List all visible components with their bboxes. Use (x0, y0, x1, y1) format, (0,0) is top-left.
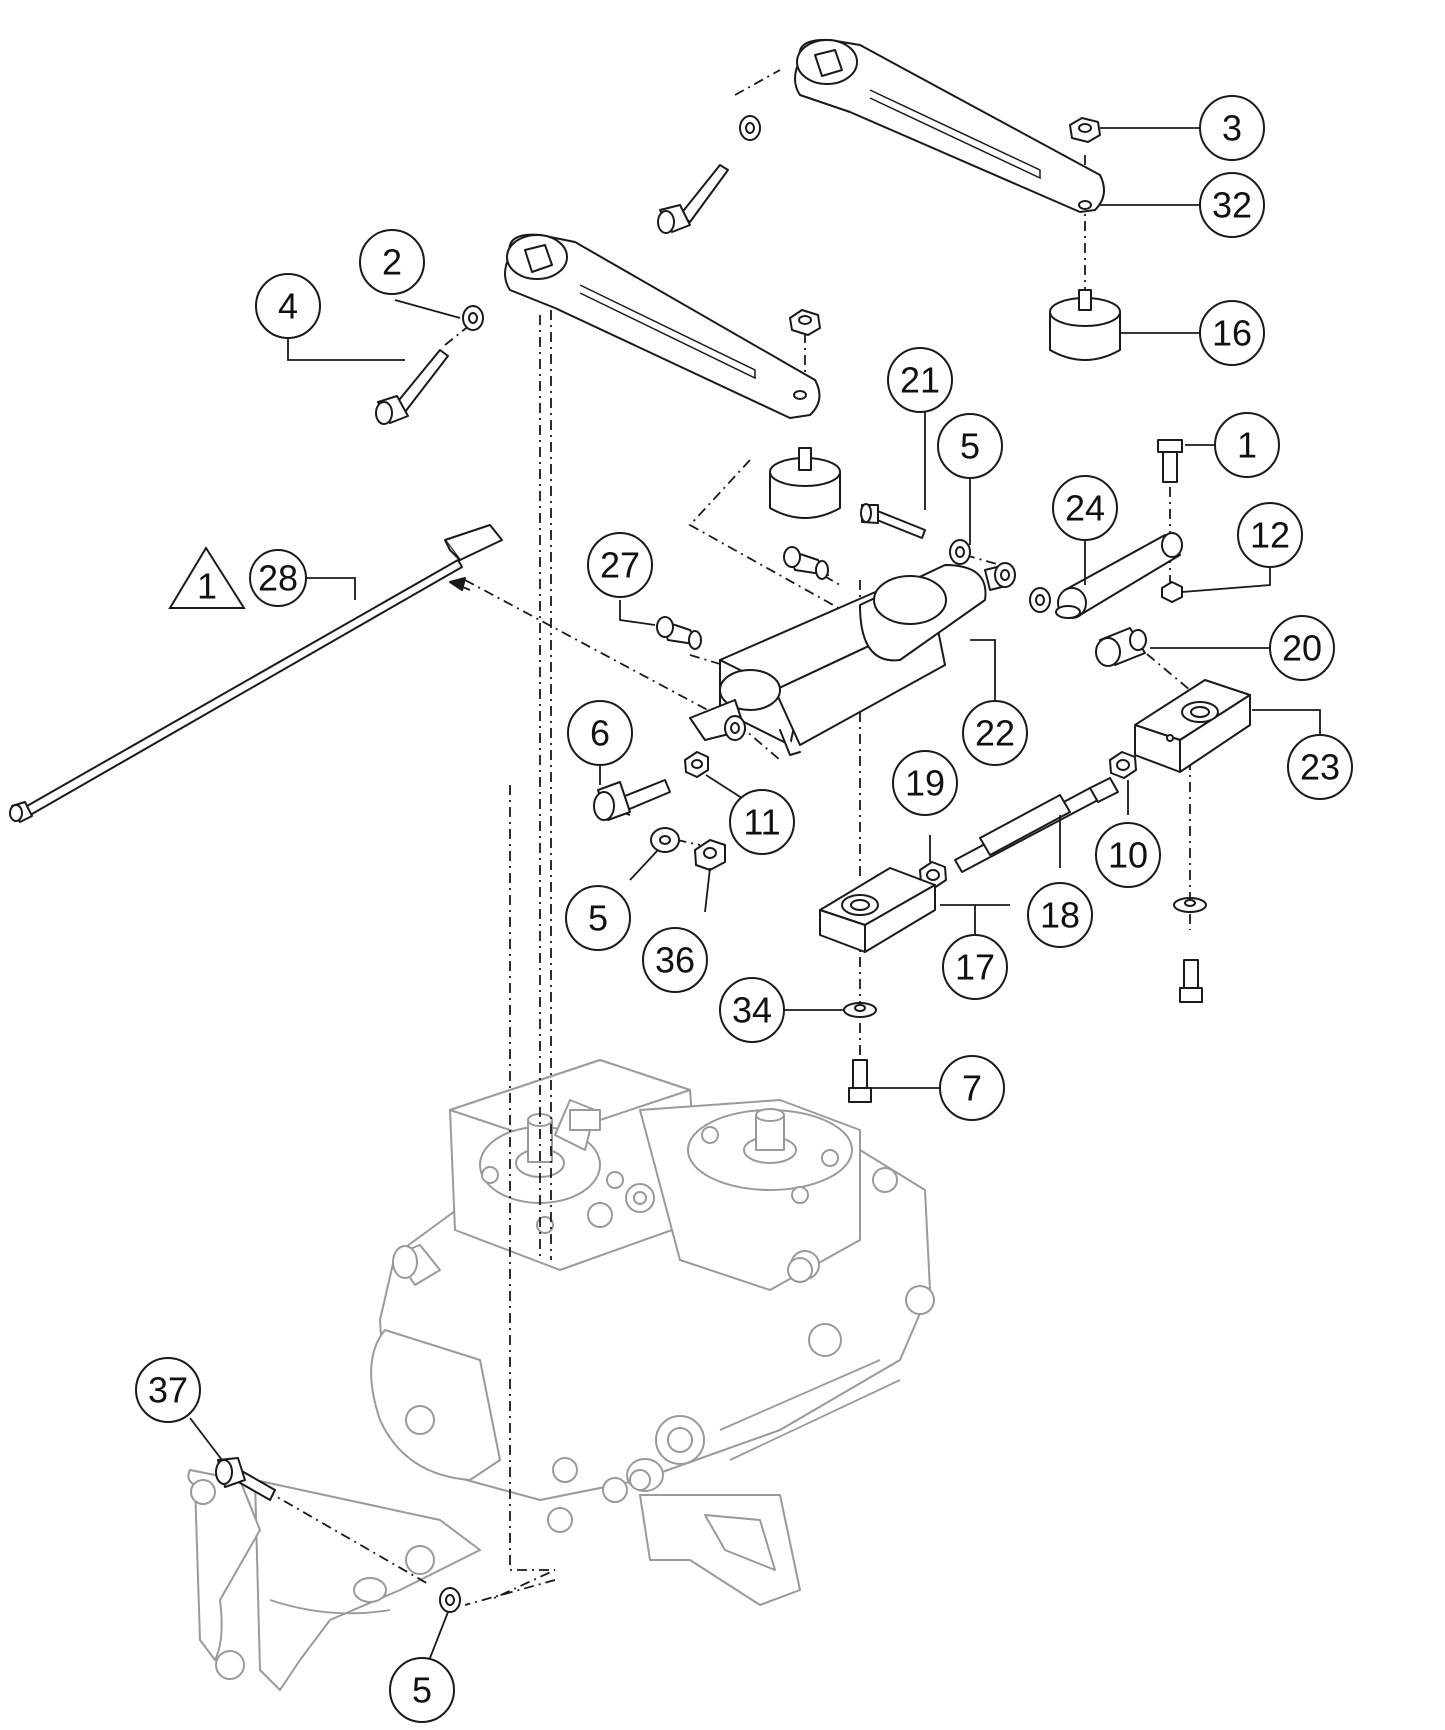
callout-24-label: 24 (1065, 488, 1105, 529)
callout-18-label: 18 (1040, 895, 1080, 936)
callout-16: 16 (1199, 300, 1265, 366)
spacer-20 (1095, 627, 1147, 667)
callout-5b-label: 5 (588, 898, 608, 939)
callout-12: 12 (1237, 502, 1303, 568)
callout-20-label: 20 (1282, 628, 1322, 669)
cap-screw-4 (375, 349, 449, 425)
callout-11: 11 (729, 789, 795, 855)
callout-10-label: 10 (1108, 835, 1148, 876)
hydraulic-cylinder-22 (689, 564, 1011, 756)
bumper-16 (1049, 289, 1121, 361)
washer-2 (462, 305, 484, 331)
screw-block-23 (1179, 959, 1203, 1003)
callout-37: 37 (135, 1357, 201, 1423)
callout-36-label: 36 (655, 940, 695, 981)
nut-3 (1069, 117, 1101, 143)
pivot-pin-6 (593, 779, 671, 821)
callout-34: 34 (719, 977, 785, 1043)
washer-34 (843, 1002, 877, 1018)
warning-triangle: 1 (168, 546, 246, 609)
rod-end-cylinder (994, 562, 1016, 588)
callout-18: 18 (1027, 882, 1093, 948)
arrow-head (449, 577, 466, 591)
bumper-lower (769, 447, 841, 519)
bolt-37 (215, 1457, 276, 1501)
callout-27-label: 27 (600, 545, 640, 586)
callout-16-label: 16 (1212, 313, 1252, 354)
callout-4-label: 4 (278, 286, 298, 327)
callout-23: 23 (1287, 734, 1353, 800)
callouts: 3 32 16 2 4 21 5 1 (135, 95, 1353, 1723)
callout-6: 6 (567, 700, 633, 766)
fitting-27 (656, 616, 702, 650)
leader-lines (189, 127, 1321, 1659)
nut-lower-arm (789, 309, 821, 336)
washer-5-upper (949, 539, 971, 565)
washer-top (739, 115, 761, 141)
callout-21-label: 21 (900, 360, 940, 401)
callout-32: 32 (1199, 172, 1265, 238)
mounting-block-23 (1134, 679, 1251, 773)
screw-7 (848, 1059, 872, 1103)
callout-23-label: 23 (1300, 747, 1340, 788)
callout-5a: 5 (937, 413, 1003, 479)
callout-21: 21 (887, 347, 953, 413)
callout-7: 7 (939, 1055, 1005, 1121)
lever-arm-upper (794, 38, 1105, 213)
washer-cylinder-end (1029, 587, 1051, 613)
callout-24: 24 (1052, 475, 1118, 541)
callout-5b: 5 (565, 885, 631, 951)
callout-19: 19 (892, 750, 958, 816)
callout-4: 4 (255, 273, 321, 339)
pin-24 (1055, 532, 1183, 619)
fitting-upper (783, 546, 829, 580)
callout-17-label: 17 (955, 947, 995, 988)
callout-5c: 5 (389, 1657, 455, 1723)
callout-3: 3 (1199, 95, 1265, 161)
cap-screw-top (657, 164, 729, 234)
callout-5a-label: 5 (960, 426, 980, 467)
callout-3-label: 3 (1222, 108, 1242, 149)
callout-11-label: 11 (743, 802, 780, 843)
nut-10 (1109, 751, 1137, 779)
hydraulic-pump-assembly (187, 1059, 935, 1691)
nut-11 (684, 751, 709, 778)
washer-5-lower (439, 1587, 461, 1613)
rod-28 (9, 524, 503, 823)
callout-5c-label: 5 (412, 1670, 432, 1711)
callout-34-label: 34 (732, 990, 772, 1031)
callout-27: 27 (587, 532, 653, 598)
nut-12 (1161, 581, 1183, 603)
callout-1: 1 (1214, 412, 1280, 478)
callout-2-label: 2 (382, 242, 402, 283)
callout-12-label: 12 (1250, 515, 1290, 556)
callout-20: 20 (1269, 615, 1335, 681)
callout-32-label: 32 (1212, 185, 1252, 226)
callout-17: 17 (942, 934, 1008, 1000)
bolt-21 (860, 503, 926, 539)
callout-22-label: 22 (975, 713, 1015, 754)
warning-triangle-label: 1 (197, 566, 217, 607)
lever-arm-lower (504, 233, 821, 419)
washer-block-23 (1173, 897, 1207, 913)
callout-37-label: 37 (148, 1370, 188, 1411)
callout-7-label: 7 (962, 1068, 982, 1109)
callout-19-label: 19 (905, 763, 945, 804)
bolt-1 (1157, 439, 1183, 483)
callout-28-label: 28 (258, 558, 298, 599)
callout-2: 2 (359, 229, 425, 295)
callout-1-label: 1 (1237, 425, 1257, 466)
nut-36 (694, 839, 726, 871)
washer-5-middle (650, 827, 680, 853)
mounting-block-17 (819, 867, 936, 953)
callout-36: 36 (642, 927, 708, 993)
callout-28: 28 (249, 549, 307, 607)
callout-22: 22 (962, 700, 1028, 766)
callout-10: 10 (1095, 822, 1161, 888)
tie-rod-18 (954, 777, 1119, 873)
callout-6-label: 6 (590, 713, 610, 754)
